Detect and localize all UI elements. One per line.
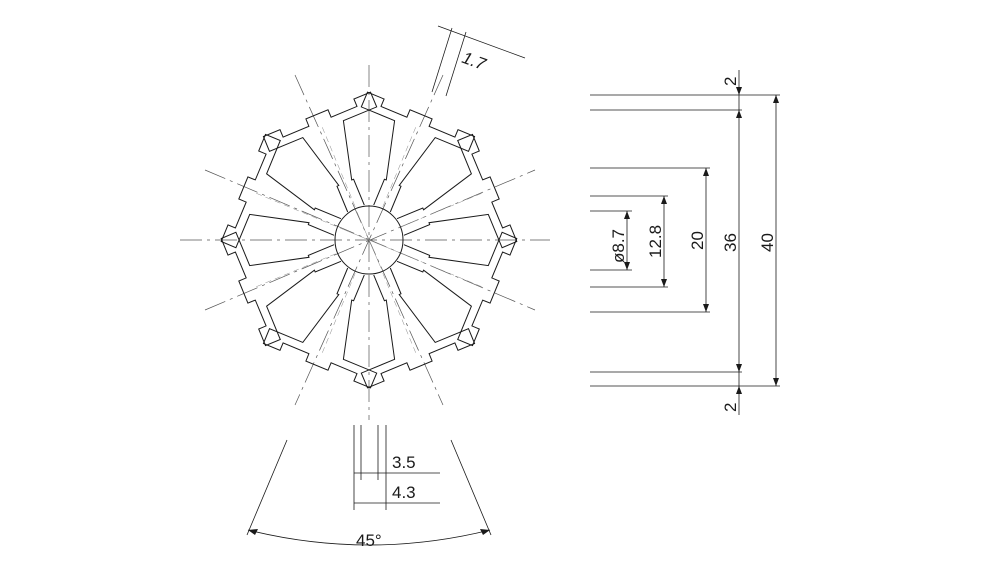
bore-diameter-label: ø8.7 xyxy=(609,229,628,263)
bottom-lip-label: 2 xyxy=(721,403,740,412)
dimension-arrows xyxy=(624,87,779,394)
profile-arm xyxy=(360,91,476,213)
profile-view xyxy=(180,65,550,420)
hub-outline xyxy=(334,205,404,275)
wall-thickness-label: 1.7 xyxy=(460,48,489,74)
profile-arm xyxy=(396,231,518,347)
profile-arm xyxy=(262,91,378,213)
slot-width-dimensions: 3.5 4.3 xyxy=(353,425,440,510)
arm-center-line xyxy=(254,253,336,288)
arm-center-line xyxy=(382,273,417,355)
center-line-diagonal-b xyxy=(204,169,536,311)
wall-thickness-dimension: 1.7 xyxy=(431,25,526,97)
slot-width-small-label: 3.5 xyxy=(392,453,416,472)
arm-center-line xyxy=(382,125,417,207)
inner-diameter-label: 20 xyxy=(688,231,707,250)
side-view-dimensions: ø8.7 12.8 20 36 40 2 2 xyxy=(590,70,780,415)
profile-arm xyxy=(396,133,518,249)
profile-arms xyxy=(220,91,518,389)
profile-arm xyxy=(220,133,342,249)
arm-center-line xyxy=(254,192,336,227)
profile-arm xyxy=(262,267,378,389)
arm-center-line xyxy=(321,273,356,355)
profile-arm xyxy=(360,267,476,389)
profile-arm xyxy=(220,231,342,347)
arm-center-line xyxy=(402,253,484,288)
top-lip-label: 2 xyxy=(721,77,740,86)
arm-center-line xyxy=(402,192,484,227)
hub-diameter-line-2 xyxy=(356,211,382,269)
outer-bar-span-label: 36 xyxy=(721,233,740,252)
hub-diameter-label: 12.8 xyxy=(646,225,665,258)
slot-width-large-label: 4.3 xyxy=(392,483,416,502)
arm-angle-dimension: 45° xyxy=(246,439,492,550)
overall-diameter-label: 40 xyxy=(758,233,777,252)
arm-angle-label: 45° xyxy=(356,531,382,550)
arm-center-line xyxy=(321,125,356,207)
